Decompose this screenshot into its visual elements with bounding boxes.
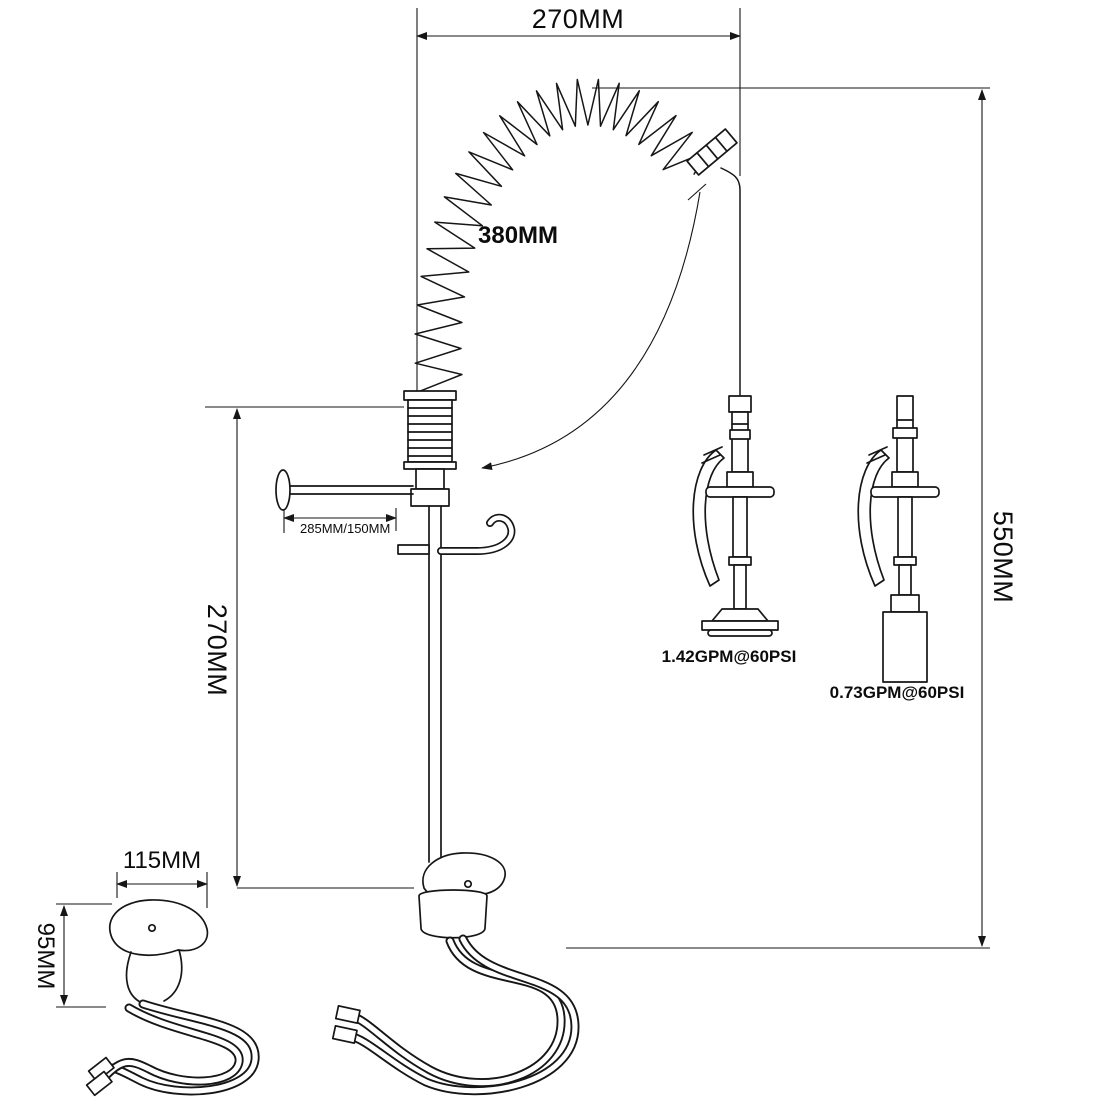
supply-hoses xyxy=(331,934,580,1096)
spray-flow-label: 1.42GPM@60PSI xyxy=(662,647,797,666)
dim-spring-length: 380MM xyxy=(478,183,707,471)
hose-fitting xyxy=(334,1004,361,1024)
dim-label-top-width: 270MM xyxy=(532,4,625,34)
dim-label-handle-length: 115MM xyxy=(123,847,201,874)
dim-label-arm-length: 285MM/150MM xyxy=(300,521,390,536)
wall-bracket xyxy=(275,469,414,511)
hanger-hook xyxy=(397,513,516,555)
outlet-cylinder xyxy=(882,611,928,683)
hose-fitting xyxy=(331,1024,358,1044)
dim-label-spring-length: 380MM xyxy=(478,222,558,249)
hose-connector xyxy=(686,128,738,176)
dim-overall-height: 550MM xyxy=(566,87,1018,949)
spring-hose xyxy=(414,78,741,405)
wall-flange xyxy=(275,469,291,511)
outlet-flow-label: 0.73GPM@60PSI xyxy=(830,683,965,702)
spring-coil xyxy=(414,78,708,405)
dim-arm-length: 285MM/150MM xyxy=(283,506,397,536)
hose-drop-line xyxy=(720,167,741,399)
spray-outlet xyxy=(857,395,940,683)
dim-label-overall-height: 550MM xyxy=(988,511,1018,604)
spring-retainer xyxy=(403,390,457,507)
faucet-body xyxy=(418,852,506,939)
dim-handle-length: 115MM xyxy=(116,847,208,908)
squeeze-lever xyxy=(692,449,725,587)
dim-top-width: 270MM xyxy=(416,4,741,490)
squeeze-lever-alt xyxy=(857,449,890,587)
dim-label-handle-height: 95MM xyxy=(32,923,59,990)
dim-label-riser-height: 270MM xyxy=(202,604,232,697)
dim-riser-height: 270MM xyxy=(202,406,414,889)
hose-fitting xyxy=(85,1070,113,1097)
lever-handle-detail xyxy=(109,899,209,956)
riser-pipe xyxy=(428,505,442,863)
handle-detail xyxy=(85,899,260,1097)
spray-valve-head xyxy=(692,395,779,637)
dim-handle-height: 95MM xyxy=(32,903,112,1008)
